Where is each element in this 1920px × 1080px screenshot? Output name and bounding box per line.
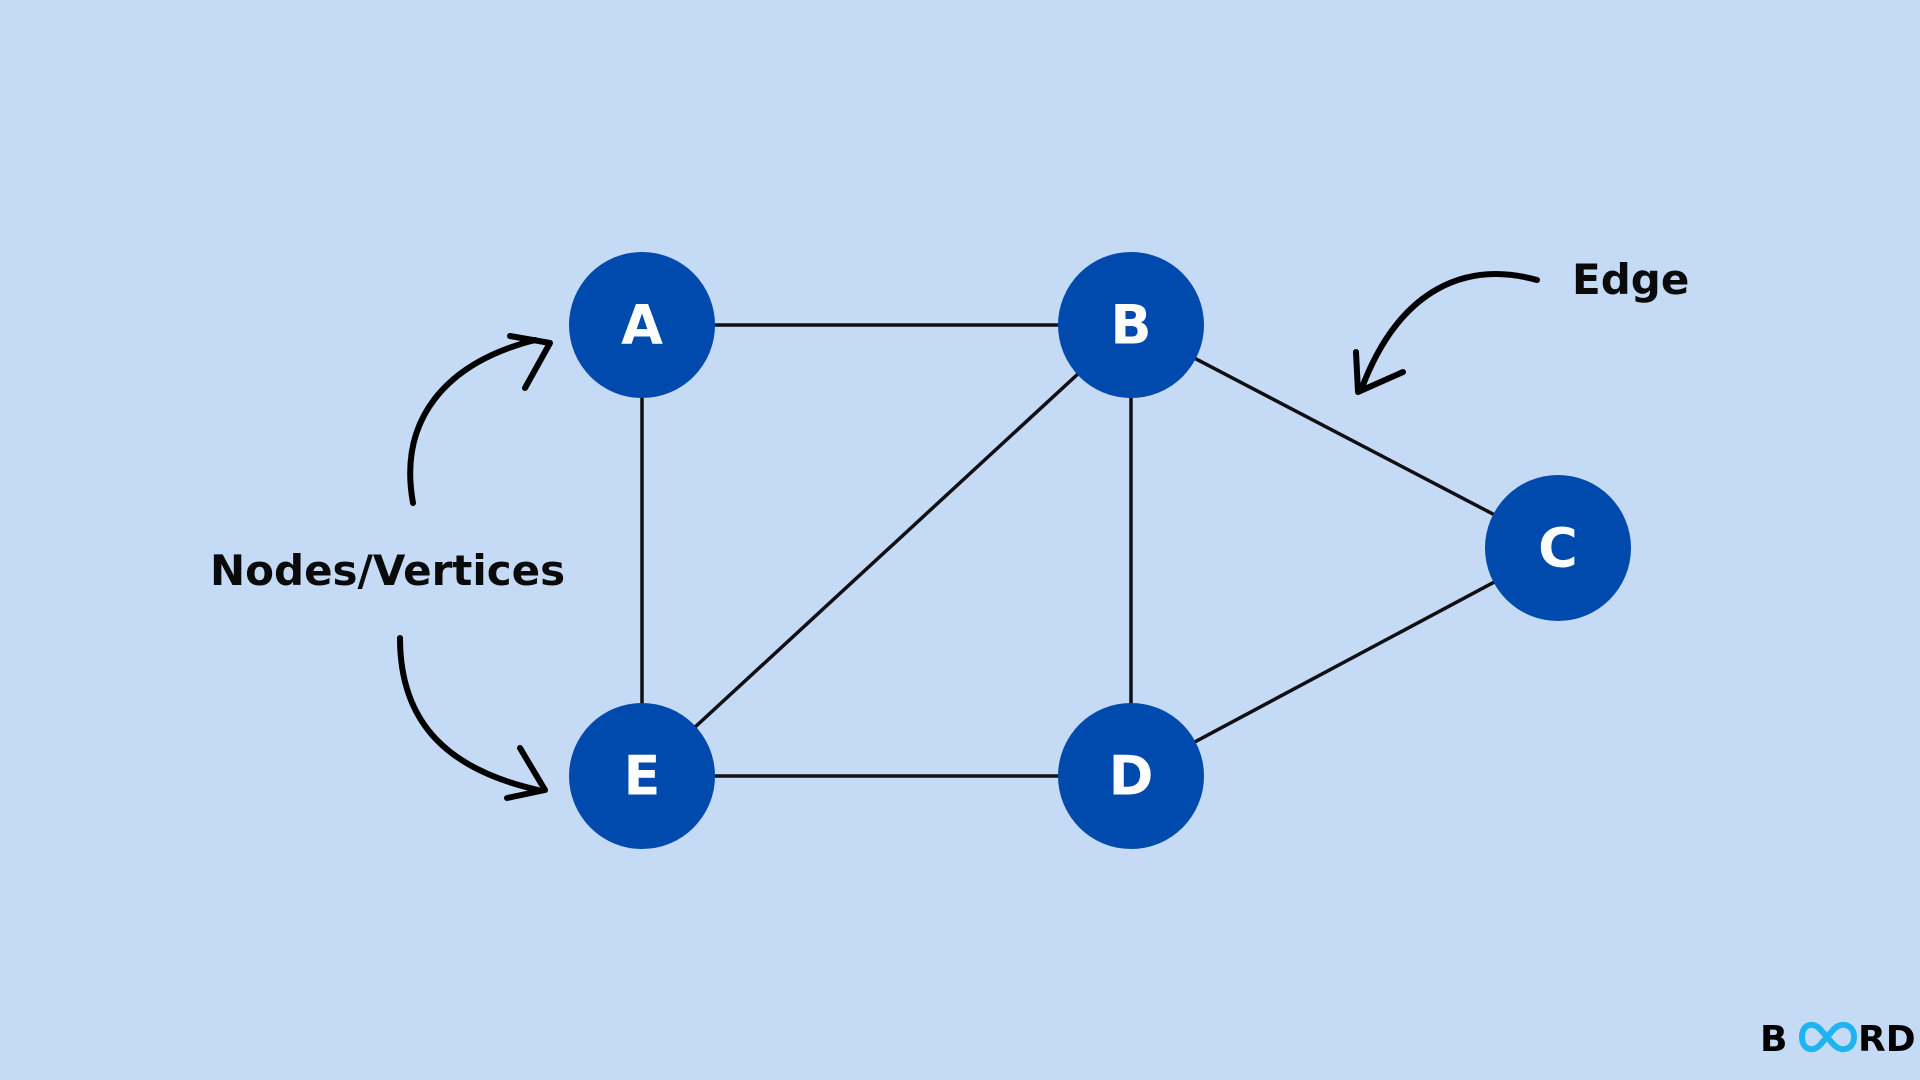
edge-b-e (640, 323, 1133, 778)
node-label: C (1538, 517, 1578, 580)
logo-text-right: RD (1858, 1019, 1916, 1060)
board-logo: B RD (1760, 1019, 1916, 1060)
node-label: E (624, 745, 661, 808)
edge-b-c (1129, 323, 1560, 550)
node-a: A (569, 252, 715, 398)
edge-c-d (1129, 546, 1560, 778)
arrow-to-edge-icon (1353, 271, 1540, 395)
node-circle (569, 252, 715, 398)
node-e: E (569, 703, 715, 849)
infinity-icon (1799, 1021, 1857, 1053)
logo-text-left: B (1760, 1019, 1787, 1060)
node-circle (1058, 252, 1204, 398)
edges-layer (640, 323, 1560, 778)
node-circle (569, 703, 715, 849)
nodes-layer: A B C D E (569, 252, 1631, 849)
node-b: B (1058, 252, 1204, 398)
node-circle (1485, 475, 1631, 621)
arrow-to-node-e-icon (397, 635, 548, 801)
node-c: C (1485, 475, 1631, 621)
node-label: A (621, 294, 663, 357)
node-label: D (1109, 745, 1154, 808)
node-label: B (1110, 294, 1151, 357)
node-d: D (1058, 703, 1204, 849)
arrow-to-node-a-icon (407, 333, 553, 506)
nodes-vertices-label: Nodes/Vertices (210, 546, 565, 595)
node-circle (1058, 703, 1204, 849)
edge-label: Edge (1572, 255, 1689, 304)
